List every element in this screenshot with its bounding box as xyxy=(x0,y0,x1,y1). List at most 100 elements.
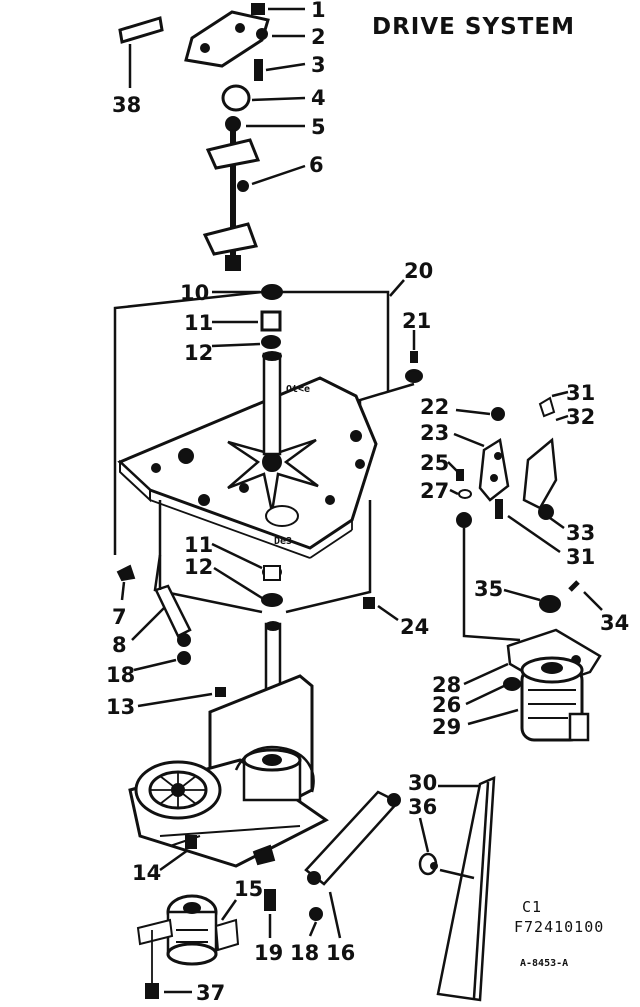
leader-31b xyxy=(507,514,561,554)
leader-20 xyxy=(389,279,405,297)
leader-18b xyxy=(308,921,318,937)
callout-35: 35 xyxy=(474,577,503,601)
part-27-washer xyxy=(458,489,472,499)
model-code: C1 xyxy=(522,898,542,916)
callout-12-bottom: 12 xyxy=(184,555,213,579)
svg-text:Ot<e: Ot<e xyxy=(286,384,310,395)
callout-18-left: 18 xyxy=(106,663,135,687)
callout-16: 16 xyxy=(326,941,355,965)
part-7-screw xyxy=(116,564,136,582)
leader-35 xyxy=(503,588,541,602)
callout-34: 34 xyxy=(600,611,629,635)
part-20-frame-bracket xyxy=(113,290,390,614)
part-22-nut xyxy=(491,407,505,421)
part-32-switch xyxy=(522,396,558,520)
svg-text:De3: De3 xyxy=(274,536,292,547)
callout-36: 36 xyxy=(408,795,437,819)
part-5-rod-end xyxy=(225,116,241,132)
part-19-screw xyxy=(264,889,276,911)
leader-28 xyxy=(463,662,509,686)
part-26-nut xyxy=(503,677,521,691)
callout-21: 21 xyxy=(402,309,431,333)
callout-31-bottom: 31 xyxy=(566,545,595,569)
part-6-actuator-rod xyxy=(202,130,261,271)
leader-34 xyxy=(583,591,603,611)
leader-7 xyxy=(120,581,126,601)
part-2-bracket xyxy=(184,10,270,68)
callout-1: 1 xyxy=(311,0,326,22)
leader-6 xyxy=(251,164,306,186)
leader-12a xyxy=(211,342,261,348)
part-31-screw xyxy=(495,499,503,519)
drawing-ref: A-8453-A xyxy=(520,958,568,969)
leader-36-panel xyxy=(439,868,475,880)
callout-7: 7 xyxy=(112,605,127,629)
part-37-bolt xyxy=(145,983,159,999)
part-12-washer-top xyxy=(261,335,281,349)
callout-19: 19 xyxy=(254,941,283,965)
callout-11-bottom: 11 xyxy=(184,533,213,557)
part-15-pump xyxy=(136,894,240,966)
leader-25 xyxy=(447,461,459,473)
part-16-link-arm xyxy=(304,790,401,886)
callout-38: 38 xyxy=(112,93,141,117)
leader-15 xyxy=(220,899,238,921)
callout-31-top: 31 xyxy=(566,381,595,405)
part-36-clip xyxy=(418,852,438,876)
callout-28: 28 xyxy=(432,673,461,697)
leader-24 xyxy=(377,604,399,622)
leader-18a xyxy=(133,658,177,672)
leader-36 xyxy=(418,817,430,853)
leader-16 xyxy=(328,891,342,939)
callout-15: 15 xyxy=(234,877,263,901)
part-1-cap xyxy=(251,3,265,15)
part-3-screw xyxy=(254,59,263,81)
leader-26 xyxy=(465,684,505,706)
callout-6: 6 xyxy=(309,153,324,177)
part-8-link xyxy=(154,584,192,647)
callout-12-top: 12 xyxy=(184,341,213,365)
drive-shaft-upper xyxy=(262,351,282,456)
part-30-panel xyxy=(436,776,496,1002)
leader-27 xyxy=(449,488,459,496)
part-21-bolt xyxy=(410,351,418,363)
callout-32: 32 xyxy=(566,405,595,429)
leader-8 xyxy=(131,607,165,641)
callout-2: 2 xyxy=(311,25,326,49)
part-23-switch-bracket xyxy=(478,437,510,502)
part-12-washer-bottom xyxy=(261,593,283,607)
leader-motor-mount xyxy=(462,528,521,642)
callout-22: 22 xyxy=(420,395,449,419)
part-11-bearing-top xyxy=(260,310,282,332)
part-13-clip xyxy=(215,687,226,697)
part-35-pulley xyxy=(539,595,561,613)
callout-24: 24 xyxy=(400,615,429,639)
callout-4: 4 xyxy=(311,86,326,110)
part-29-motor xyxy=(520,656,590,742)
callout-26: 26 xyxy=(432,693,461,717)
part-4-grommet xyxy=(221,84,251,112)
callout-27: 27 xyxy=(420,479,449,503)
callout-5: 5 xyxy=(311,115,326,139)
callout-30: 30 xyxy=(408,771,437,795)
callout-23: 23 xyxy=(420,421,449,445)
base-plate: Ot<e De3 xyxy=(117,376,378,559)
callout-10: 10 xyxy=(180,281,209,305)
leader-13 xyxy=(137,692,213,708)
leader-4 xyxy=(251,96,306,102)
part-34-pin xyxy=(568,580,580,592)
callout-14: 14 xyxy=(132,861,161,885)
leader-22 xyxy=(455,408,491,416)
leader-12b xyxy=(213,566,263,600)
callout-18-right: 18 xyxy=(290,941,319,965)
part-10-nut xyxy=(261,284,283,300)
callout-8: 8 xyxy=(112,633,127,657)
part-25-screw xyxy=(456,469,464,481)
diagram-title: DRIVE SYSTEM xyxy=(372,14,575,40)
leader-33 xyxy=(549,516,565,530)
leader-11b xyxy=(211,542,263,570)
transmission-gearcase xyxy=(128,674,329,868)
leader-14 xyxy=(159,848,189,872)
leader-31a xyxy=(551,390,569,398)
